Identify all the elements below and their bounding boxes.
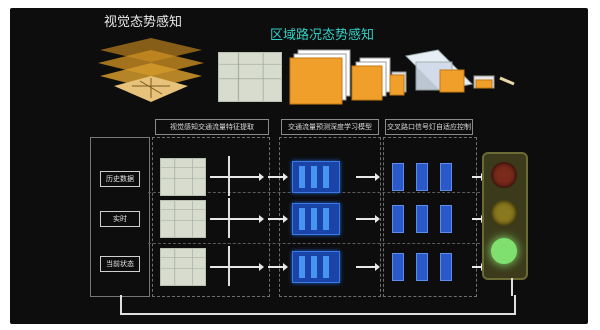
flow-arrow bbox=[356, 173, 380, 181]
flow-arrow bbox=[472, 173, 486, 181]
flow-arrow bbox=[472, 215, 486, 223]
traffic-light-icon bbox=[482, 152, 528, 280]
city-map-thumbnail bbox=[218, 52, 282, 102]
fc-layer bbox=[440, 163, 452, 191]
fc-layer bbox=[392, 253, 404, 281]
fc-layer bbox=[440, 205, 452, 233]
flow-arrow bbox=[356, 263, 380, 271]
conv-block bbox=[292, 161, 340, 193]
flow-arrow bbox=[268, 263, 288, 271]
conv-block bbox=[292, 251, 340, 283]
feature-map-stack bbox=[289, 49, 515, 105]
yellow-lamp bbox=[491, 200, 517, 226]
panel-feature-extraction bbox=[152, 137, 270, 297]
fc-layer bbox=[416, 205, 428, 233]
panel-flow-prediction bbox=[279, 137, 381, 297]
feedback-loop bbox=[120, 295, 516, 315]
fc-layer bbox=[392, 163, 404, 191]
row-map-thumbnail bbox=[160, 200, 206, 238]
green-lamp bbox=[491, 238, 517, 264]
flow-arrow bbox=[210, 215, 264, 223]
fc-layer bbox=[440, 253, 452, 281]
flow-arrow bbox=[210, 263, 264, 271]
title-regional-perception: 区域路况态势感知 bbox=[270, 28, 375, 43]
panel-signal-control bbox=[383, 137, 477, 297]
flow-arrow bbox=[268, 173, 288, 181]
row-map-thumbnail bbox=[160, 158, 206, 196]
input-realtime: 实时 bbox=[100, 211, 140, 227]
input-history: 历史数据 bbox=[100, 171, 140, 187]
header-signal-control: 交叉路口信号灯自适应控制 bbox=[385, 119, 473, 135]
row-separator bbox=[148, 243, 500, 244]
flow-arrow bbox=[356, 215, 380, 223]
fc-layer bbox=[416, 163, 428, 191]
red-lamp bbox=[491, 162, 517, 188]
conv-block bbox=[292, 203, 340, 235]
title-visual-perception: 视觉态势感知 bbox=[104, 15, 183, 30]
row-map-thumbnail bbox=[160, 248, 206, 286]
header-feature-extraction: 视觉感知交通流量特征提取 bbox=[155, 119, 269, 135]
flow-arrow bbox=[210, 173, 264, 181]
input-current-state: 当前状态 bbox=[100, 256, 140, 272]
fc-layer bbox=[416, 253, 428, 281]
header-flow-prediction: 交通流量预测深度学习模型 bbox=[281, 119, 379, 135]
layered-map-stack bbox=[98, 38, 204, 102]
flow-arrow bbox=[472, 263, 486, 271]
flow-arrow bbox=[268, 215, 288, 223]
feedback-line bbox=[511, 278, 513, 296]
fc-layer bbox=[392, 205, 404, 233]
